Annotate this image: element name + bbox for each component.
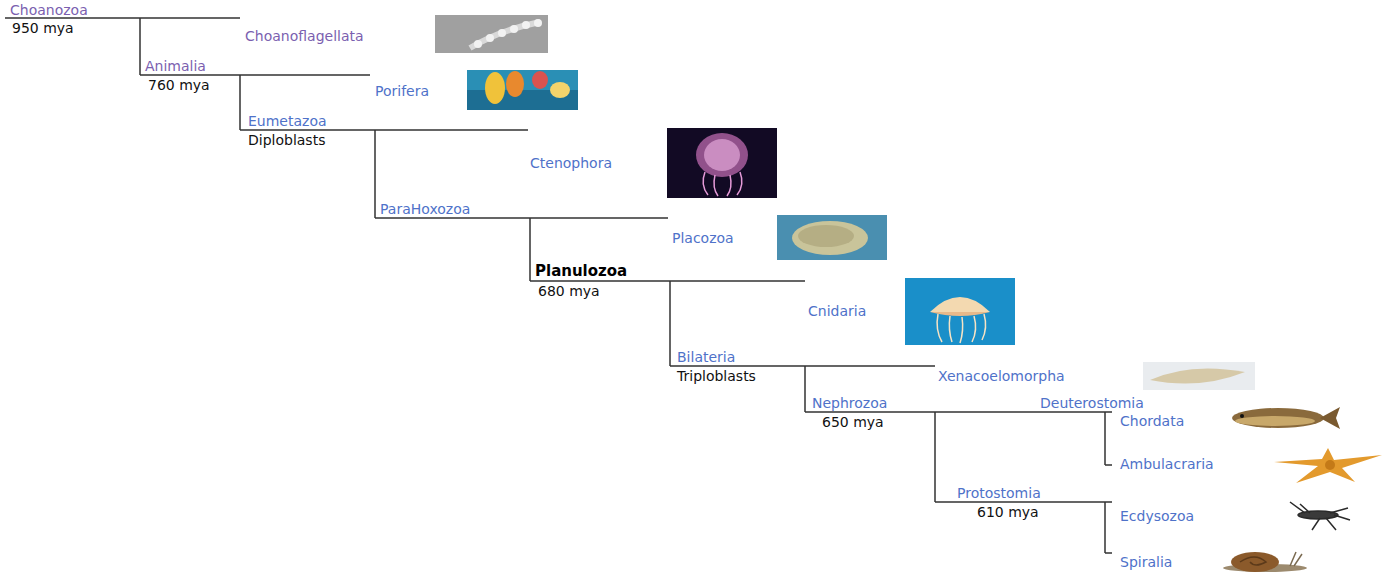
clade-name: Animalia — [145, 58, 206, 74]
divergence-date: 680 mya — [538, 283, 600, 299]
insect-drawing — [1290, 502, 1350, 530]
clade-name: Choanozoa — [10, 2, 88, 18]
comb-jelly-photo — [667, 128, 777, 198]
taxon-name: Choanoflagellata — [245, 28, 364, 44]
grade-name: Triploblasts — [677, 368, 756, 384]
tree-branches — [5, 18, 1112, 553]
taxon-name: Porifera — [375, 83, 429, 99]
taxon-name: Chordata — [1120, 413, 1184, 429]
acoel-worm-photo — [1143, 362, 1255, 390]
fish-drawing — [1232, 407, 1340, 429]
clade-name: Deuterostomia — [1040, 395, 1144, 411]
divergence-date: 610 mya — [977, 504, 1039, 520]
clade-name: Protostomia — [957, 485, 1041, 501]
sponge-photo — [467, 70, 578, 110]
divergence-date: 760 mya — [148, 77, 210, 93]
grade-name: Diploblasts — [248, 132, 325, 148]
divergence-date: 650 mya — [822, 414, 884, 430]
taxon-name: Xenacoelomorpha — [938, 368, 1065, 384]
divergence-date: 950 mya — [12, 20, 74, 36]
choanoflagellate-photo — [435, 15, 548, 53]
snail-drawing — [1223, 552, 1307, 572]
jellyfish-photo — [905, 278, 1015, 345]
taxon-name: Spiralia — [1120, 554, 1172, 570]
clade-name: Eumetazoa — [248, 113, 327, 129]
clade-name: Planulozoa — [535, 263, 627, 279]
taxon-name: Placozoa — [672, 230, 734, 246]
starfish-drawing — [1274, 448, 1382, 483]
placozoan-photo — [777, 215, 887, 260]
taxon-name: Ctenophora — [530, 155, 612, 171]
taxon-name: Ecdysozoa — [1120, 508, 1194, 524]
clade-name: Bilateria — [677, 349, 735, 365]
clade-name: ParaHoxozoa — [380, 201, 470, 217]
taxon-name: Cnidaria — [808, 303, 866, 319]
taxon-name: Ambulacraria — [1120, 456, 1214, 472]
clade-name: Nephrozoa — [812, 395, 887, 411]
